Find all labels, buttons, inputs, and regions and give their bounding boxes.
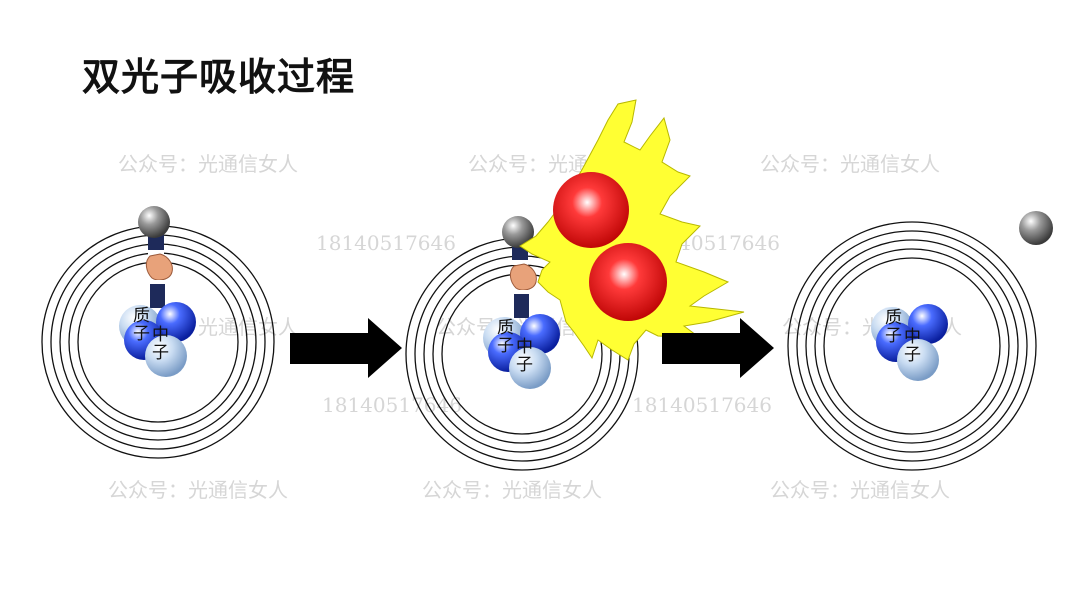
nucleus: 质子 中子 xyxy=(119,302,196,377)
proton-label: 质子 xyxy=(885,308,902,346)
nucleus: 质子 中子 xyxy=(871,304,948,381)
neutron-label: 中子 xyxy=(904,327,921,365)
stage-3-atom: 质子 中子 xyxy=(787,211,1053,471)
electron xyxy=(138,206,170,238)
explosion-burst xyxy=(519,99,745,361)
orbit-rings xyxy=(787,221,1037,471)
proton-label: 质子 xyxy=(497,318,514,356)
stage-2-atom: 质子 中子 xyxy=(405,99,745,471)
photon xyxy=(553,172,629,248)
handshake-icon xyxy=(145,234,173,308)
slide-title: 双光子吸收过程 xyxy=(82,55,356,99)
handshake-icon xyxy=(509,244,537,318)
neutron-label: 中子 xyxy=(516,337,533,375)
neutron xyxy=(145,335,187,377)
right-arrow-icon xyxy=(290,318,402,378)
photon xyxy=(589,243,667,321)
proton xyxy=(520,314,560,354)
proton xyxy=(908,304,948,344)
right-arrow-icon xyxy=(662,318,774,378)
free-electron xyxy=(1019,211,1053,245)
neutron-label: 中子 xyxy=(152,325,169,363)
neutron xyxy=(897,339,939,381)
proton xyxy=(156,302,196,342)
nucleus: 质子 中子 xyxy=(483,314,560,389)
proton-label: 质子 xyxy=(133,306,150,344)
electron xyxy=(502,216,534,248)
stage-1-atom: 质子 中子 xyxy=(41,206,275,459)
neutron xyxy=(509,347,551,389)
